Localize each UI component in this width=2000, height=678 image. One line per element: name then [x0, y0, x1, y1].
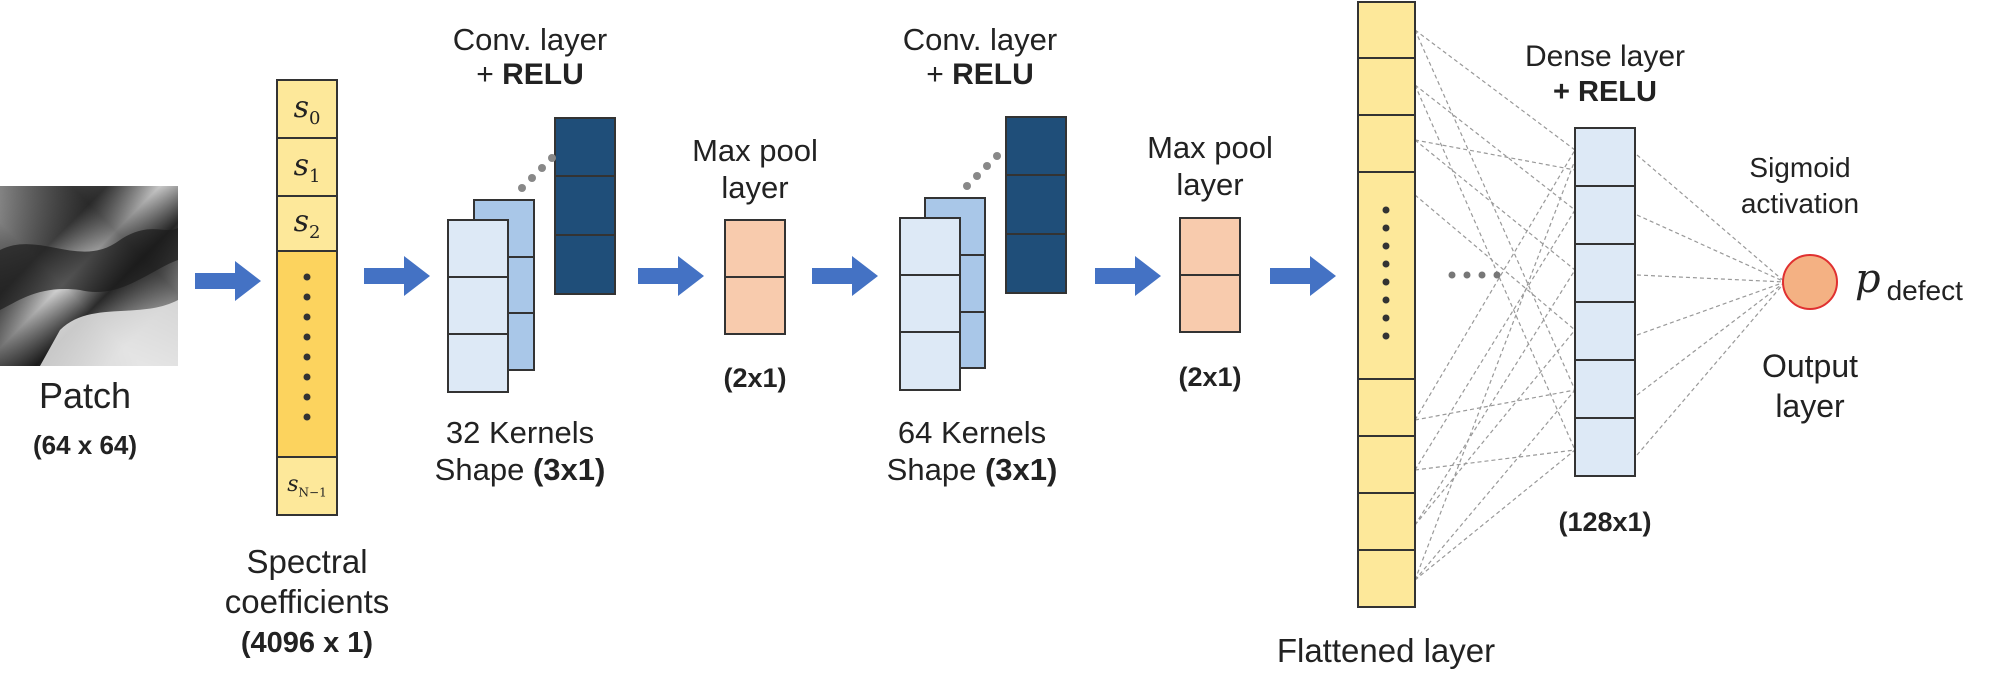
pool2-block	[1179, 217, 1241, 333]
conv2-shape: Shape (3x1)	[886, 452, 1058, 487]
spectral-label-2: coefficients	[224, 583, 390, 620]
conv2-kernels: 64 Kernels	[897, 415, 1047, 450]
dense-title: Dense layer	[1524, 40, 1686, 73]
flattened-column	[1357, 1, 1416, 608]
conv1-title: Conv. layer	[452, 22, 608, 57]
dense-column	[1574, 127, 1636, 477]
output-label-2: layer	[1775, 388, 1845, 424]
between-ellipsis	[1448, 271, 1501, 279]
arrow-1	[195, 261, 261, 301]
output-label: Output	[1761, 348, 1859, 384]
conv1-kernels: 32 Kernels	[445, 415, 595, 450]
conv1-activation: + RELU	[476, 58, 584, 91]
sigmoid-label: Sigmoid	[1749, 152, 1851, 183]
conv1-ellipsis	[518, 154, 556, 192]
flattened-dots	[1382, 206, 1390, 340]
pool1-size: (2x1)	[723, 363, 787, 393]
sigmoid-label-2: activation	[1740, 188, 1860, 219]
arrow-5	[1095, 256, 1161, 296]
spectral-size: (4096 x 1)	[240, 627, 374, 659]
pool2-size: (2x1)	[1178, 362, 1242, 392]
spectral-dots	[303, 273, 311, 421]
conv2-feature-maps	[899, 116, 1067, 391]
spectral-coef-1: s1	[293, 148, 321, 187]
connections	[1414, 29, 1786, 581]
arrow-6	[1270, 256, 1336, 296]
pool1-block	[724, 219, 786, 335]
spectral-label-1: Spectral	[246, 543, 368, 580]
patch-image	[0, 186, 178, 366]
pool1-title-2: layer	[721, 170, 789, 205]
patch-size: (64 x 64)	[32, 430, 138, 460]
flattened-label: Flattened layer	[1276, 632, 1496, 669]
arrow-4	[812, 256, 878, 296]
dense-activation: + RELU	[1553, 76, 1657, 108]
pool1-title: Max pool	[692, 133, 818, 168]
flow-arrows	[195, 256, 1336, 301]
pool2-title-2: layer	[1176, 167, 1244, 202]
spectral-coef-0: s0	[293, 90, 321, 129]
conv2-title: Conv. layer	[902, 22, 1058, 57]
dense-size: (128x1)	[1558, 507, 1652, 537]
conv1-shape: Shape (3x1)	[434, 452, 606, 487]
output-node	[1782, 254, 1838, 310]
pool2-title: Max pool	[1147, 130, 1273, 165]
arrow-3	[638, 256, 704, 296]
conv1-feature-maps	[447, 117, 616, 393]
spectral-coef-2: s2	[293, 204, 321, 243]
conv2-ellipsis	[963, 152, 1001, 190]
arrow-2	[364, 256, 430, 296]
patch-title: Patch	[38, 375, 132, 416]
spectral-coef-last: sN−1	[287, 472, 327, 500]
conv2-activation: + RELU	[926, 58, 1034, 91]
